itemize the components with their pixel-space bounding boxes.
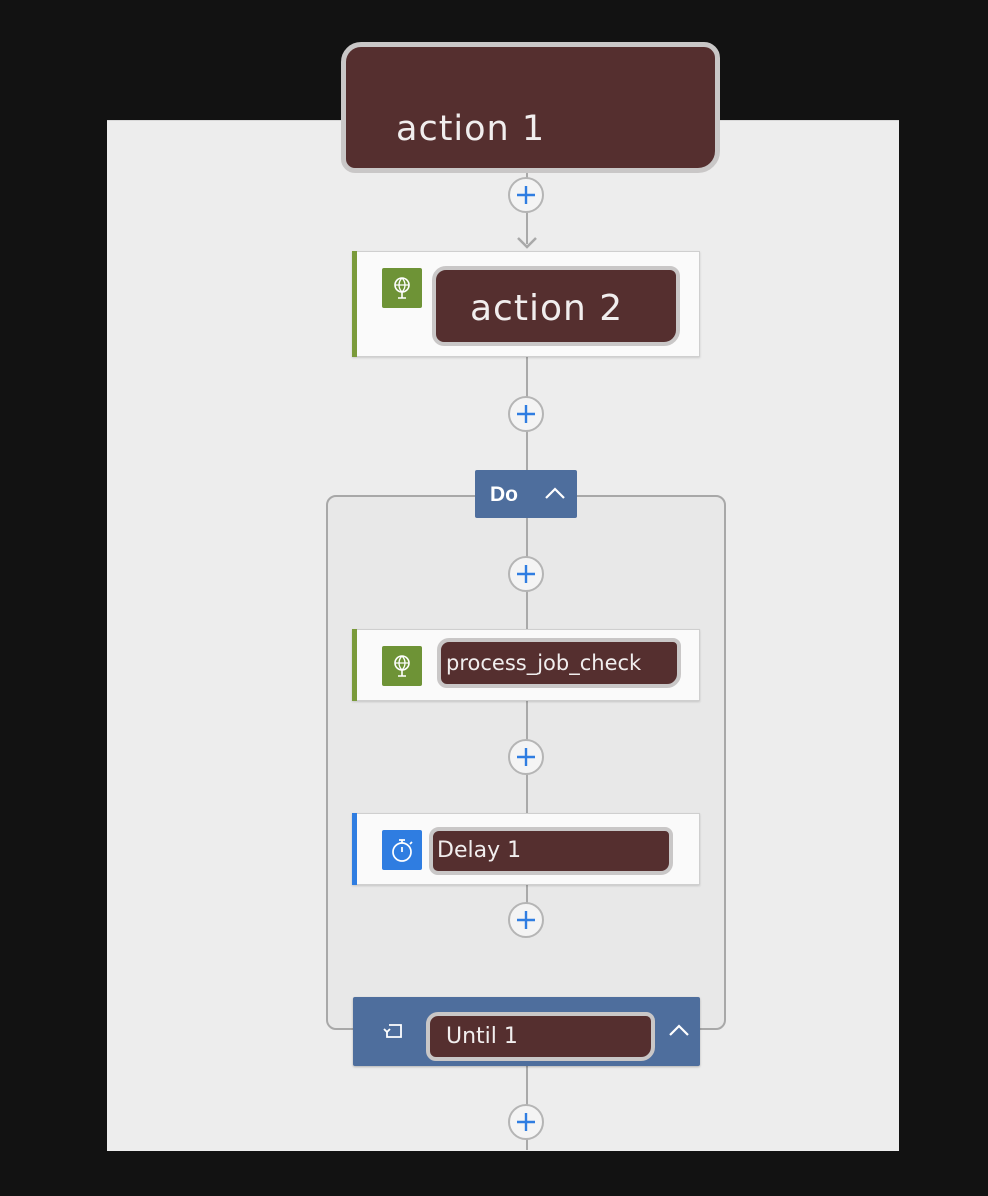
process-job-check-label: process_job_check xyxy=(446,651,642,675)
action-1-card[interactable]: action 1 xyxy=(341,42,720,173)
action-2-label: action 2 xyxy=(470,288,624,329)
delay-label: Delay 1 xyxy=(437,838,522,863)
add-step-button[interactable] xyxy=(508,739,544,775)
plus-icon xyxy=(517,565,535,583)
add-step-button[interactable] xyxy=(508,1104,544,1140)
action-2-icon-tile xyxy=(382,268,422,308)
plus-icon xyxy=(517,405,535,423)
stopwatch-icon xyxy=(392,839,413,862)
action-2-accent-bar xyxy=(352,251,357,357)
process-job-check-title: process_job_check xyxy=(437,638,681,688)
arrow-down-icon xyxy=(517,237,537,249)
until-title: Until 1 xyxy=(426,1012,655,1061)
loop-icon xyxy=(383,1024,402,1038)
process-job-check-accent-bar xyxy=(352,629,357,701)
add-step-button[interactable] xyxy=(508,902,544,938)
until-label: Until 1 xyxy=(446,1024,518,1049)
do-label: Do xyxy=(490,483,518,506)
delay-icon-tile xyxy=(382,830,422,870)
plus-icon xyxy=(517,186,535,204)
action-1-label: action 1 xyxy=(396,109,546,149)
globe-http-icon xyxy=(394,277,410,299)
chevron-up-icon[interactable] xyxy=(667,1022,691,1038)
do-header[interactable]: Do xyxy=(475,470,577,518)
chevron-up-icon[interactable] xyxy=(543,485,567,501)
plus-icon xyxy=(517,748,535,766)
delay-title: Delay 1 xyxy=(429,827,673,875)
action-2-title: action 2 xyxy=(432,266,680,346)
delay-accent-bar xyxy=(352,813,357,885)
plus-icon xyxy=(517,911,535,929)
add-step-button[interactable] xyxy=(508,556,544,592)
process-job-check-icon-tile xyxy=(382,646,422,686)
add-step-button[interactable] xyxy=(508,396,544,432)
globe-http-icon xyxy=(394,655,410,677)
add-step-button[interactable] xyxy=(508,177,544,213)
plus-icon xyxy=(517,1113,535,1131)
